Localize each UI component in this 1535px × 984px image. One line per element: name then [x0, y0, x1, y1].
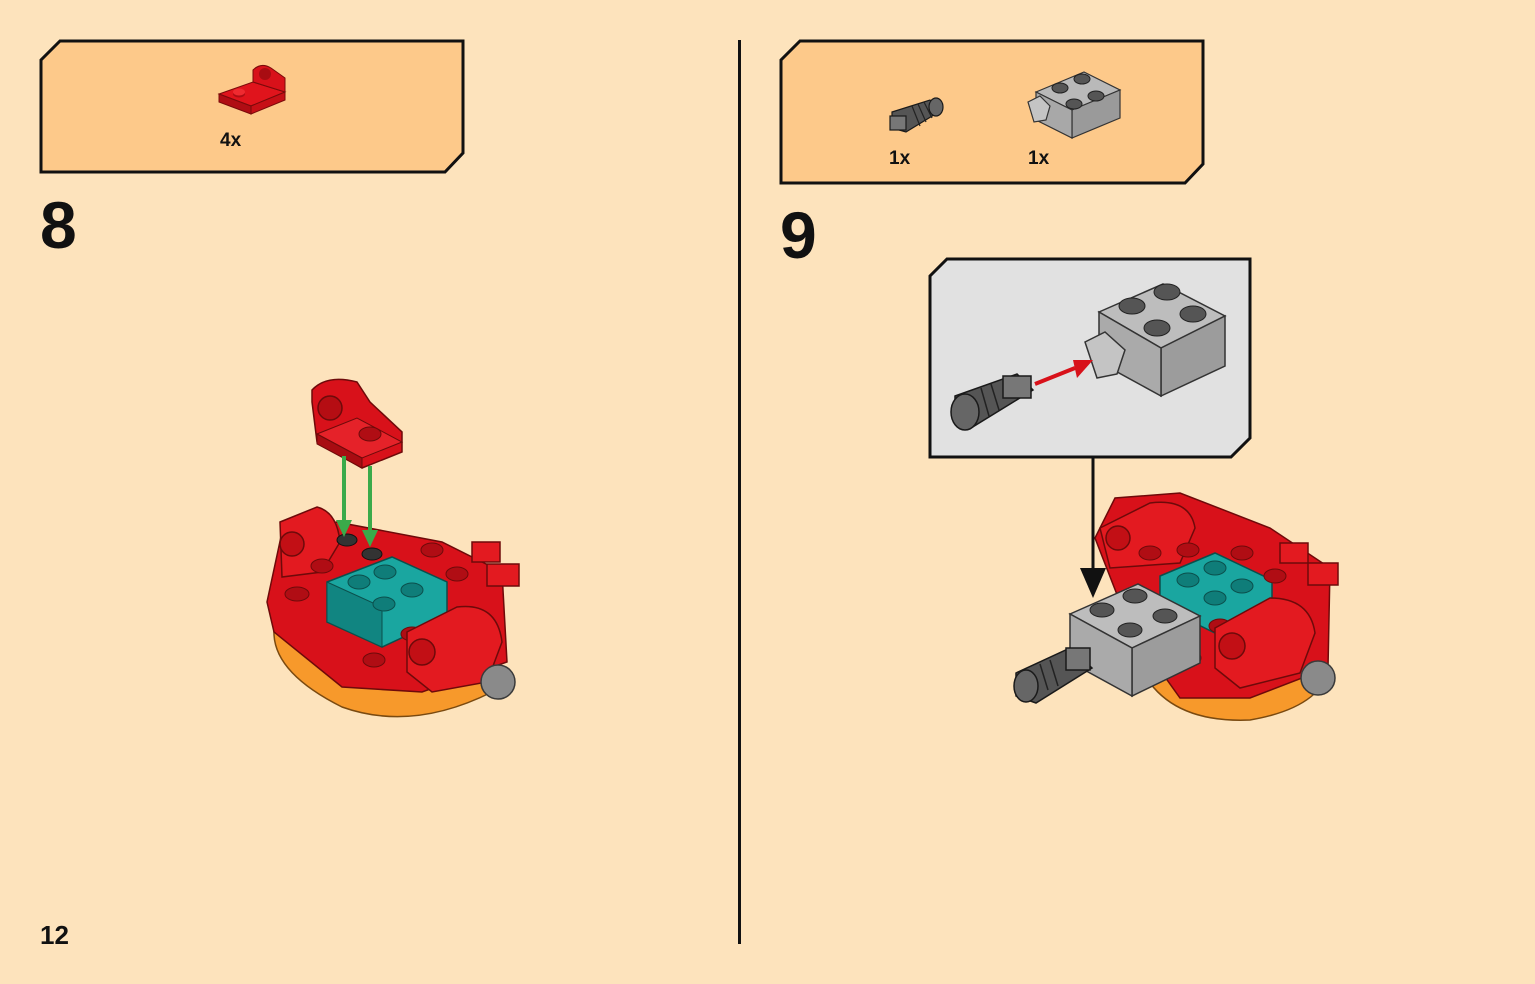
page-number: 12	[40, 920, 69, 950]
red-plate-with-ring-icon	[215, 62, 290, 117]
step9-part2-quantity: 1x	[1028, 148, 1050, 169]
page-divider	[738, 40, 741, 944]
step9-part1-quantity: 1x	[889, 148, 911, 169]
step8-part1-quantity: 4x	[220, 130, 242, 151]
grey-brick-with-clip-icon	[1024, 60, 1124, 142]
step9-model-illustration	[1010, 458, 1345, 730]
step9-subassembly-inset	[927, 256, 1254, 461]
step8-model-illustration	[262, 372, 527, 732]
step9-number: 9	[780, 198, 817, 272]
step9-parts-box	[778, 38, 1206, 186]
step8-number: 8	[40, 188, 77, 262]
dark-grey-connector-icon	[886, 94, 948, 139]
